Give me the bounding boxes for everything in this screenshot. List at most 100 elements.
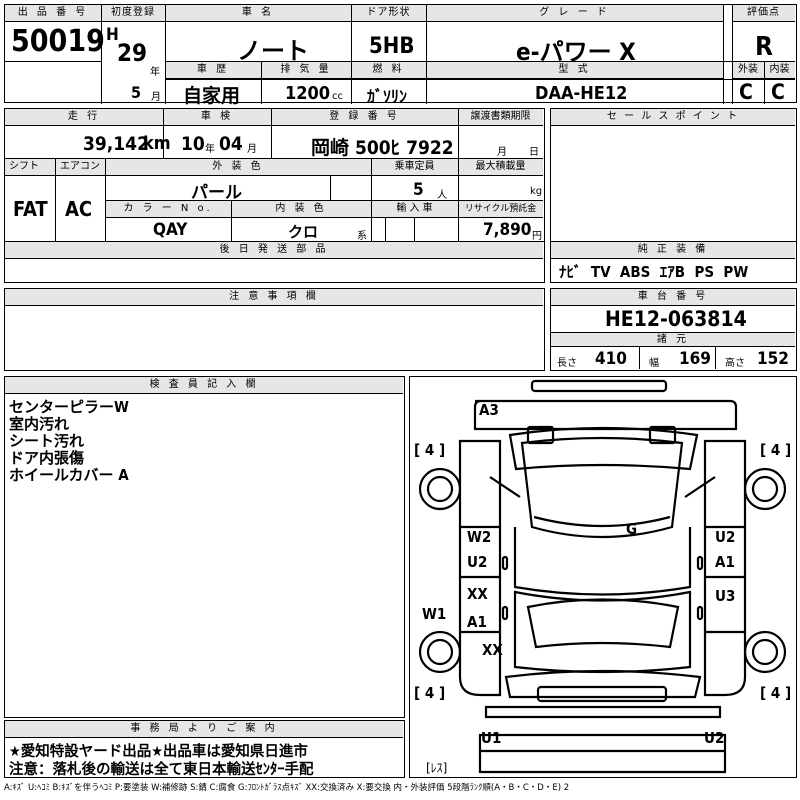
car-name: ノート	[237, 37, 309, 65]
inspector-note-3: シート汚れ	[9, 432, 85, 450]
inspector-note-1: センターピラーW	[9, 398, 129, 416]
tread-rl: [ 4 ]	[414, 684, 446, 702]
equipment-list: ﾅﾋﾞ TV ABS ｴｱB PS PW	[559, 263, 749, 281]
transfer-day-unit: 日	[529, 147, 539, 158]
capacity-unit: 人	[437, 190, 447, 201]
displacement: 1200	[285, 83, 331, 104]
later-parts-header: 後 日 発 送 部 品	[5, 242, 543, 259]
vehicle-details: 走 行 車 検 登 録 番 号 譲渡書類期限 シフト エアコン 外 装 色 乗車…	[4, 108, 545, 243]
specs-header: 諸 元	[551, 332, 795, 347]
lot-header: 出 品 番 号	[5, 5, 101, 22]
color-no-header: カ ラ ー N o.	[105, 201, 231, 218]
damage-legend: A:ｷｽﾞ U:ﾍｺﾐ B:ｷｽﾞを伴うﾍｺﾐ P:要塗装 W:補修跡 S:錆 …	[4, 783, 570, 793]
mileage: 39,142	[83, 133, 149, 155]
damage-mark-right-front-door: A1	[715, 553, 735, 571]
first-reg-month: 5	[131, 83, 142, 102]
transfer-month-unit: 月	[497, 147, 507, 158]
color-number: QAY	[153, 220, 188, 240]
import-header: 輸 入 車	[371, 201, 458, 218]
lot-number: 50019	[11, 24, 105, 59]
inspector-notes-box: 検 査 員 記 入 欄 センターピラーW 室内汚れ シート汚れ ドア内張傷 ホイ…	[4, 376, 405, 718]
capacity: 5	[413, 180, 424, 200]
width-value: 169	[679, 349, 711, 369]
height-value: 152	[757, 349, 789, 369]
length-value: 410	[595, 349, 627, 369]
interior-header: 内装	[764, 62, 795, 79]
inspector-note-4: ドア内張傷	[9, 449, 85, 467]
inspector-header: 検 査 員 記 入 欄	[5, 377, 403, 394]
damage-mark-left-rear-door-2: A1	[467, 613, 487, 631]
chassis-number: HE12-063814	[605, 307, 747, 331]
damage-mark-left-rocker: W1	[422, 605, 447, 623]
score: R	[755, 32, 774, 62]
equipment-header: 純 正 装 備	[551, 242, 795, 259]
inspector-note-2: 室内汚れ	[9, 415, 70, 433]
inspection-month: 04	[219, 133, 243, 155]
grade: e-パワー X	[516, 38, 636, 66]
height-label: 高さ	[725, 358, 745, 369]
notes-header: 注 意 事 項 欄	[5, 289, 543, 306]
inspection-month-unit: 月	[247, 144, 257, 155]
exterior-header: 外装	[732, 62, 764, 79]
office-note-2: 注意：落札後の輸送は全て東日本輸送ｾﾝﾀｰ手配	[9, 762, 314, 778]
office-notes-box: 事 務 局 よ り ご 案 内 ★愛知特設ヤード出品★出品車は愛知県日進市 注意…	[4, 720, 405, 778]
later-parts-box: 後 日 発 送 部 品	[4, 241, 545, 283]
first-reg-year: 29	[117, 39, 148, 67]
fuel: ｶﾞｿﾘﾝ	[367, 87, 408, 106]
tread-fr: [ 4 ]	[760, 441, 792, 459]
chassis-header: 車 台 番 号	[551, 289, 795, 306]
damage-mark-windshield: G	[626, 520, 638, 538]
office-note-1: ★愛知特設ヤード出品★出品車は愛知県日進市	[9, 744, 308, 760]
grade-header: グ レ ー ド	[426, 5, 723, 22]
month-unit: 月	[151, 92, 161, 103]
score-header: 評価点	[732, 5, 795, 22]
inspector-note-5: ホイールカバー A	[9, 466, 129, 484]
exterior-grade: C	[739, 80, 753, 104]
displacement-unit: cc	[332, 91, 343, 102]
mileage-header: 走 行	[5, 109, 163, 126]
equipment-box: 純 正 装 備 ﾅﾋﾞ TV ABS ｴｱB PS PW	[550, 241, 797, 283]
width-label: 幅	[649, 358, 659, 369]
max-load-header: 最大積載量	[458, 159, 543, 176]
ac: AC	[65, 197, 93, 221]
first-reg-header: 初度登録	[101, 5, 165, 22]
damage-mark-left-rear-fender: XX	[482, 641, 503, 659]
history-header: 車 歴	[165, 62, 261, 79]
shift-header: シフト	[5, 159, 55, 176]
fuel-header: 燃 料	[351, 62, 426, 79]
spare-tire-label: [ﾚｽ]	[426, 761, 448, 775]
damage-mark-left-front-door: U2	[467, 553, 488, 571]
car-outline	[418, 379, 787, 774]
ac-header: エアコン	[55, 159, 105, 176]
reg-no-header: 登 録 番 号	[271, 109, 458, 126]
ext-color: パール	[191, 183, 242, 203]
inspection-year: 10	[181, 133, 205, 155]
sales-point-box: セ ー ル ス ポ イ ン ト	[550, 108, 797, 242]
model-code: DAA-HE12	[535, 83, 628, 104]
mileage-unit: km	[143, 133, 171, 154]
int-color: クロ	[288, 223, 319, 241]
transfer-header: 譲渡書類期限	[458, 109, 543, 126]
int-color-unit: 系	[357, 231, 367, 242]
int-color-header: 内 装 色	[231, 201, 371, 218]
sales-point-header: セ ー ル ス ポ イ ン ト	[551, 109, 795, 126]
damage-mark-left-pillar: W2	[467, 528, 492, 546]
recycle-fee: 7,890	[483, 220, 532, 240]
recycle-header: リサイクル預託金	[458, 201, 543, 218]
office-header: 事 務 局 よ り ご 案 内	[5, 721, 403, 738]
year-unit: 年	[150, 67, 160, 78]
damage-diagram: [ 4 ] [ 4 ] [ 4 ] [ 4 ] A3 G W2 U2 U2 A1…	[409, 376, 797, 778]
chassis-box: 車 台 番 号 HE12-063814 諸 元 長さ 410 幅 169 高さ …	[550, 288, 797, 371]
capacity-header: 乗車定員	[371, 159, 458, 176]
interior-grade: C	[771, 80, 785, 104]
ext-color-header: 外 装 色	[105, 159, 371, 176]
inspection-header: 車 検	[163, 109, 271, 126]
era: H	[106, 25, 119, 45]
tread-rr: [ 4 ]	[760, 684, 792, 702]
length-label: 長さ	[557, 358, 577, 369]
model-header: 型 式	[426, 62, 723, 79]
history: 自家用	[183, 85, 241, 107]
damage-mark-right-pillar: U2	[715, 528, 736, 546]
load-unit: kg	[530, 186, 543, 197]
recycle-unit: 円	[532, 231, 542, 242]
